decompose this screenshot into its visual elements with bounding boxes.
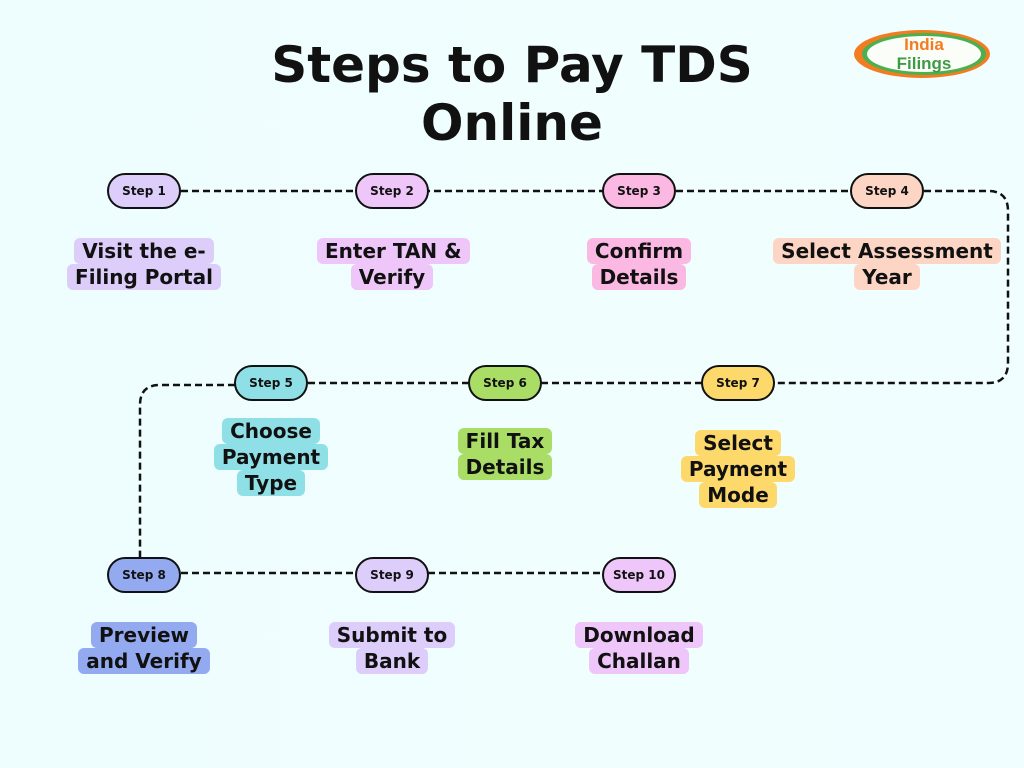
step-label-text: Select Payment Mode xyxy=(680,430,796,508)
step-label-text: Download Challan xyxy=(575,622,703,674)
step-label-4: Select Assessment Year xyxy=(767,238,1007,290)
step-pill-3: Step 3 xyxy=(602,173,676,209)
step-label-7: Select Payment Mode xyxy=(678,430,798,508)
step-label-8: Preview and Verify xyxy=(74,622,214,674)
step-label-text: Submit to Bank xyxy=(328,622,456,674)
step-label-10: Download Challan xyxy=(564,622,714,674)
step-pill-6: Step 6 xyxy=(468,365,542,401)
step-pill-8: Step 8 xyxy=(107,557,181,593)
connector-row2-to-row3 xyxy=(138,383,235,557)
indiafilings-logo: India Filings xyxy=(852,28,992,80)
step-label-text: Confirm Details xyxy=(586,238,692,290)
step-pill-10: Step 10 xyxy=(602,557,676,593)
step-label-2: Enter TAN & Verify xyxy=(317,238,470,290)
step-label-5: Choose Payment Type xyxy=(211,418,331,496)
logo-line1: India xyxy=(904,35,944,54)
step-pill-2: Step 2 xyxy=(355,173,429,209)
logo-line2: Filings xyxy=(897,54,952,73)
step-label-text: Choose Payment Type xyxy=(213,418,329,496)
step-label-9: Submit to Bank xyxy=(317,622,467,674)
step-pill-7: Step 7 xyxy=(701,365,775,401)
step-pill-1: Step 1 xyxy=(107,173,181,209)
connector-row1-to-row2 xyxy=(775,189,1010,385)
step-label-text: Enter TAN & Verify xyxy=(317,238,470,290)
step-label-3: Confirm Details xyxy=(564,238,714,290)
step-label-text: Preview and Verify xyxy=(78,622,210,674)
step-pill-9: Step 9 xyxy=(355,557,429,593)
step-label-text: Visit the e-Filing Portal xyxy=(67,238,221,290)
step-label-1: Visit the e-Filing Portal xyxy=(59,238,229,290)
step-label-text: Fill Tax Details xyxy=(457,428,553,480)
step-label-6: Fill Tax Details xyxy=(450,428,560,480)
step-pill-4: Step 4 xyxy=(850,173,924,209)
step-pill-5: Step 5 xyxy=(234,365,308,401)
page-title: Steps to Pay TDS Online xyxy=(271,36,753,152)
step-label-text: Select Assessment Year xyxy=(773,238,1001,290)
